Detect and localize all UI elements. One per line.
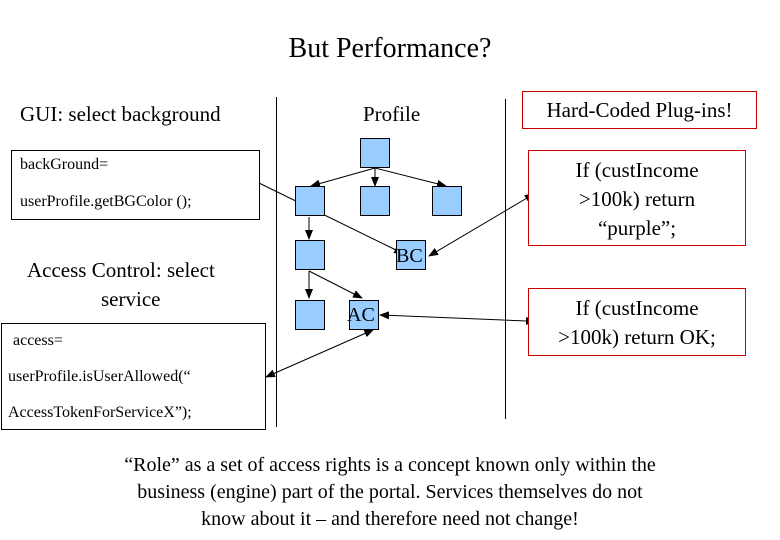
access-heading-line-2: service xyxy=(101,287,161,311)
profile-node-ac: AC xyxy=(347,300,379,330)
profile-node-c xyxy=(432,186,462,216)
tree-arrow xyxy=(308,270,363,299)
plugin2-box: If (custIncome >100k) return OK; xyxy=(528,288,746,356)
profile-node-a xyxy=(295,186,325,216)
footer-text: “Role” as a set of access rights is a co… xyxy=(0,452,780,533)
tree-arrow xyxy=(310,167,376,188)
plugin1-line-2: >100k) return xyxy=(578,187,696,211)
footer-line-3: know about it – and therefore need not c… xyxy=(201,508,579,530)
gui-heading: GUI: select background xyxy=(20,102,221,126)
slide-title: But Performance? xyxy=(288,33,492,64)
plugins-title-box: Hard-Coded Plug-ins! xyxy=(522,91,757,129)
plugin2-to-ac-arrow xyxy=(379,311,536,325)
footer-line-2: business (engine) part of the portal. Se… xyxy=(137,481,643,503)
profile-heading: Profile xyxy=(363,102,421,126)
access-heading-line-1: Access Control: select xyxy=(27,258,215,282)
profile-node-d xyxy=(295,240,325,270)
tree-arrow xyxy=(374,167,447,188)
ac-to-access-arrow xyxy=(265,329,375,378)
profile-node-bc: BC xyxy=(396,240,426,270)
plugin1-to-bc-arrow xyxy=(428,193,535,257)
plugin2-line-2: >100k) return OK; xyxy=(558,325,716,349)
ac-label: AC xyxy=(347,304,375,326)
plugin1-line-3: “purple”; xyxy=(597,216,677,240)
profile-node-root xyxy=(360,138,390,168)
profile-node-b xyxy=(360,186,390,216)
plugin1-box: If (custIncome >100k) return “purple”; xyxy=(528,150,746,246)
bc-to-gui-arrow xyxy=(258,182,405,254)
right-divider xyxy=(505,99,506,419)
plugins-title: Hard-Coded Plug-ins! xyxy=(546,98,733,122)
plugin1-line-1: If (custIncome xyxy=(575,158,699,182)
bc-label: BC xyxy=(396,245,423,267)
access-code-box: access= userProfile.isUserAllowed(“ Acce… xyxy=(1,323,266,430)
gui-code-line-2: userProfile.getBGColor (); xyxy=(20,193,192,210)
access-code-line-1: access= xyxy=(13,332,63,349)
gui-code-box: backGround= userProfile.getBGColor (); xyxy=(11,150,260,220)
profile-node-e xyxy=(295,300,325,330)
access-code-line-3: AccessTokenForServiceX”); xyxy=(8,404,192,421)
plugin2-line-1: If (custIncome xyxy=(575,296,699,320)
footer-line-1: “Role” as a set of access rights is a co… xyxy=(124,454,656,476)
access-code-line-2: userProfile.isUserAllowed(“ xyxy=(8,368,191,385)
left-divider xyxy=(276,97,277,427)
gui-code-line-1: backGround= xyxy=(20,156,109,173)
